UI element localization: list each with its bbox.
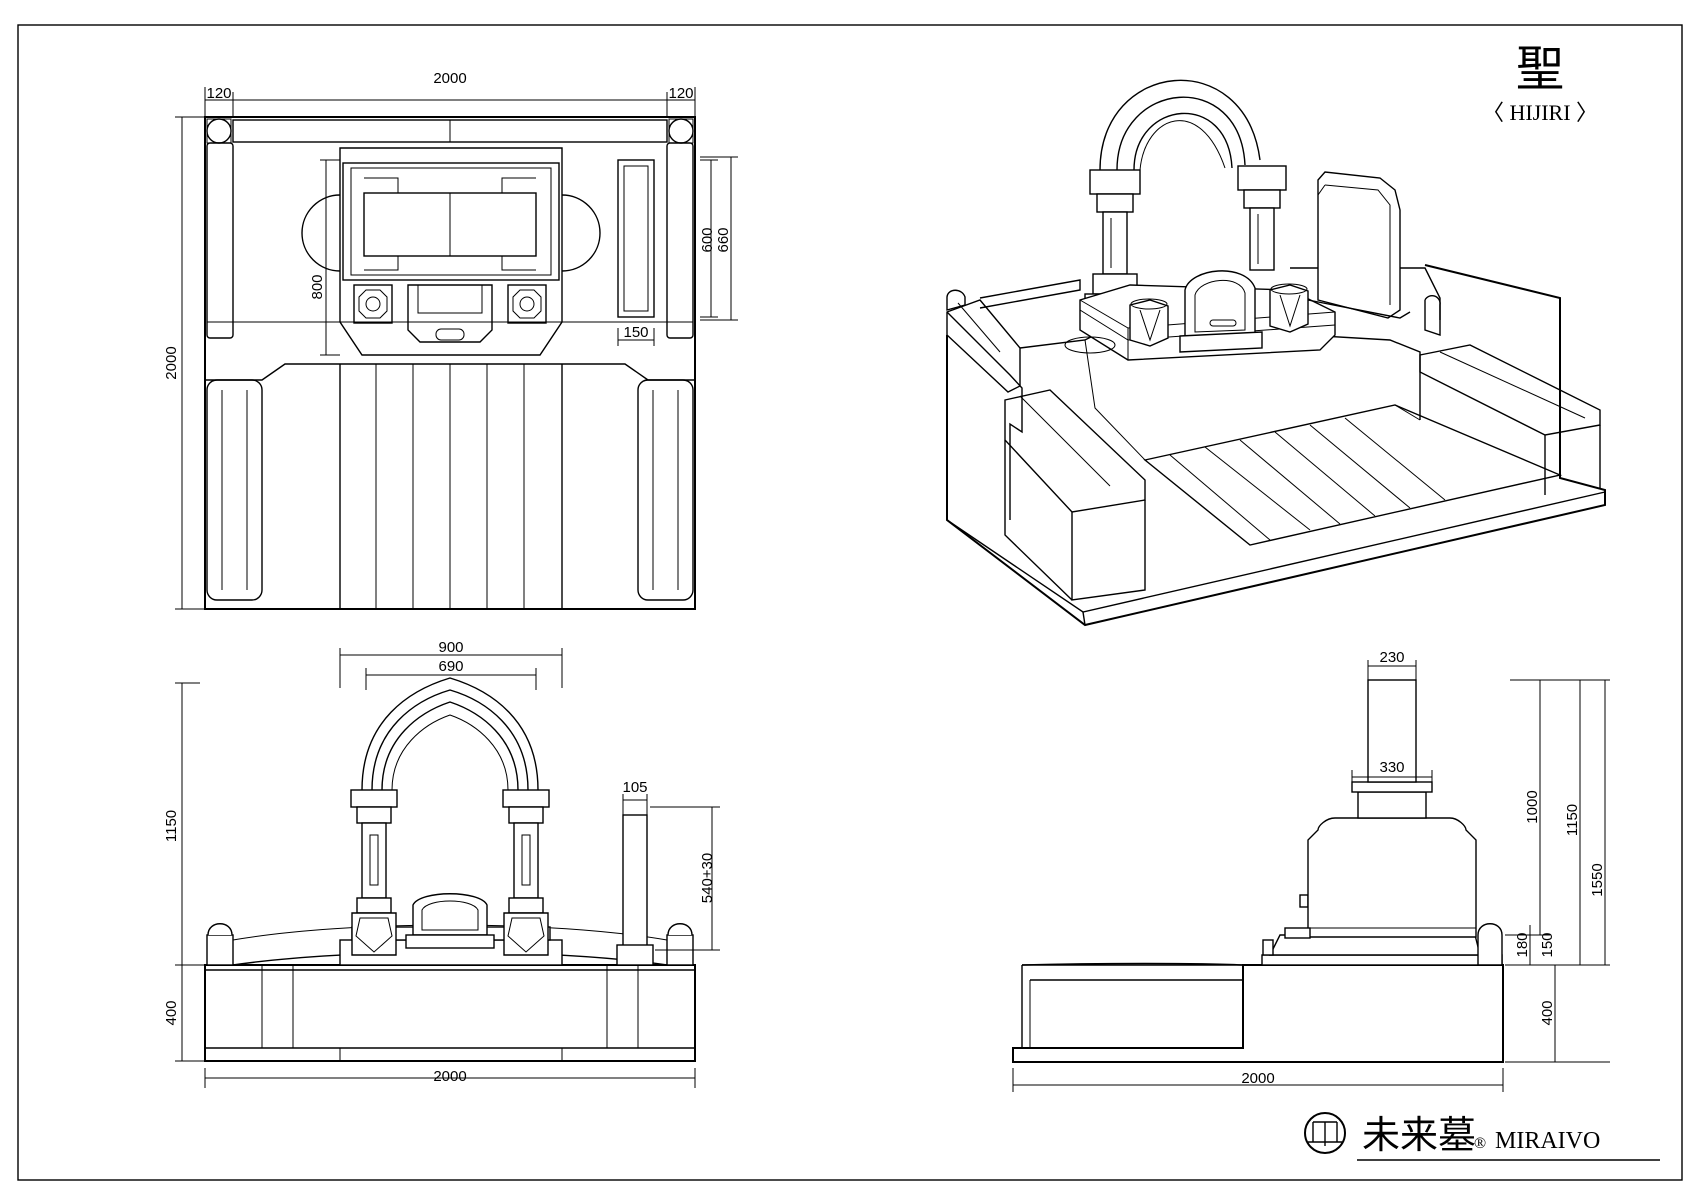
plan-dim-right-edge: 120 <box>668 85 693 102</box>
iso-arch <box>1084 79 1287 311</box>
front-dim-plate-thickness: 105 <box>622 779 647 796</box>
brand-logo-icon <box>1304 1112 1346 1154</box>
plan-plaque <box>617 159 655 318</box>
title-romaji: 〈 HIJIRI 〉 <box>1482 100 1598 125</box>
plan-semicircle-left <box>301 194 341 272</box>
side-main-stone <box>1284 679 1477 939</box>
front-base <box>204 964 696 1062</box>
side-dim-width: 2000 <box>1241 1070 1274 1087</box>
brand-block: 未来墓 ® MIRAIVO <box>1304 1112 1660 1161</box>
side-dim-mid-width: 330 <box>1379 759 1404 776</box>
side-dim-step-height: 180 <box>1514 932 1531 957</box>
plan-dim-plate-width: 150 <box>623 324 648 341</box>
side-dim-stone-height: 1000 <box>1524 790 1541 823</box>
side-dim-total-height: 1550 <box>1589 863 1606 896</box>
front-arch <box>350 677 550 956</box>
plan-dim-plate-outer: 660 <box>715 227 732 252</box>
title-kanji: 聖 <box>1516 43 1564 96</box>
iso-back-wall <box>979 279 1081 309</box>
side-dim-step-inner: 150 <box>1539 932 1556 957</box>
plan-front-pillar-left <box>206 379 263 601</box>
iso-right-bench <box>1419 344 1601 436</box>
drawing-frame <box>17 24 1683 1181</box>
plan-vase-left <box>353 284 393 324</box>
plan-dimensions: 2000 120 120 2000 800 600 660 150 <box>163 70 738 610</box>
side-dim-top-width: 230 <box>1379 649 1404 666</box>
plan-central-platform <box>339 147 563 356</box>
iso-floor <box>1143 404 1563 546</box>
side-step <box>1261 954 1503 966</box>
front-dim-plate-height: 540+30 <box>699 853 716 903</box>
plan-corner-post-left <box>206 118 232 144</box>
side-view: 230 330 1000 1150 1550 180 150 400 2000 <box>1012 649 1610 1092</box>
plan-incense-burner <box>407 284 493 343</box>
iso-standing-plate <box>1307 171 1411 319</box>
brand-registered: ® <box>1474 1135 1486 1152</box>
plan-vase-right <box>507 284 547 324</box>
plan-view: 2000 120 120 2000 800 600 660 150 <box>163 70 738 610</box>
plan-semicircle-right <box>561 194 601 272</box>
plan-corner-post-right <box>668 118 694 144</box>
plan-dim-width: 2000 <box>433 70 466 87</box>
brand-name: MIRAIVO <box>1495 1128 1600 1154</box>
plan-dim-left-edge: 120 <box>206 85 231 102</box>
plan-dim-depth: 2000 <box>163 346 180 379</box>
front-dim-arch-inner: 690 <box>438 658 463 675</box>
front-plaque <box>616 814 654 966</box>
title-block: 聖 〈 HIJIRI 〉 <box>1482 43 1598 125</box>
isometric-view <box>946 79 1606 627</box>
plan-dim-inner-depth: 800 <box>309 274 326 299</box>
front-dim-height: 1150 <box>163 810 180 842</box>
plan-dim-plate-inner: 600 <box>699 227 716 252</box>
plan-side-wall-left <box>206 142 234 339</box>
front-view: 900 690 1150 400 2000 105 540+30 <box>163 639 720 1088</box>
iso-left-bollard <box>946 289 966 311</box>
front-dim-width: 2000 <box>433 1068 466 1085</box>
iso-corner-post <box>1424 294 1441 336</box>
iso-left-wall <box>946 311 1023 520</box>
plan-side-wall-right <box>666 142 694 339</box>
front-incense-burner <box>405 893 495 949</box>
front-dimensions: 900 690 1150 400 2000 105 540+30 <box>163 639 720 1088</box>
plan-front-pillar-right <box>637 379 694 601</box>
side-dim-base-height: 400 <box>1539 1000 1556 1025</box>
side-dimensions: 230 330 1000 1150 1550 180 150 400 2000 <box>1012 649 1610 1092</box>
front-dim-arch-outer: 900 <box>438 639 463 656</box>
side-corner-post <box>1477 923 1503 966</box>
front-corner-post-left <box>206 934 234 966</box>
brand-kanji: 未来墓 <box>1362 1115 1476 1157</box>
plan-arch-base <box>342 162 560 281</box>
iso-vase-left <box>1129 298 1169 347</box>
iso-base-outline <box>946 264 1606 627</box>
front-dim-base-height: 400 <box>163 1000 180 1025</box>
iso-vase-right <box>1269 283 1309 333</box>
iso-incense-burner <box>1179 270 1263 353</box>
side-dim-upper-height: 1150 <box>1564 804 1581 836</box>
